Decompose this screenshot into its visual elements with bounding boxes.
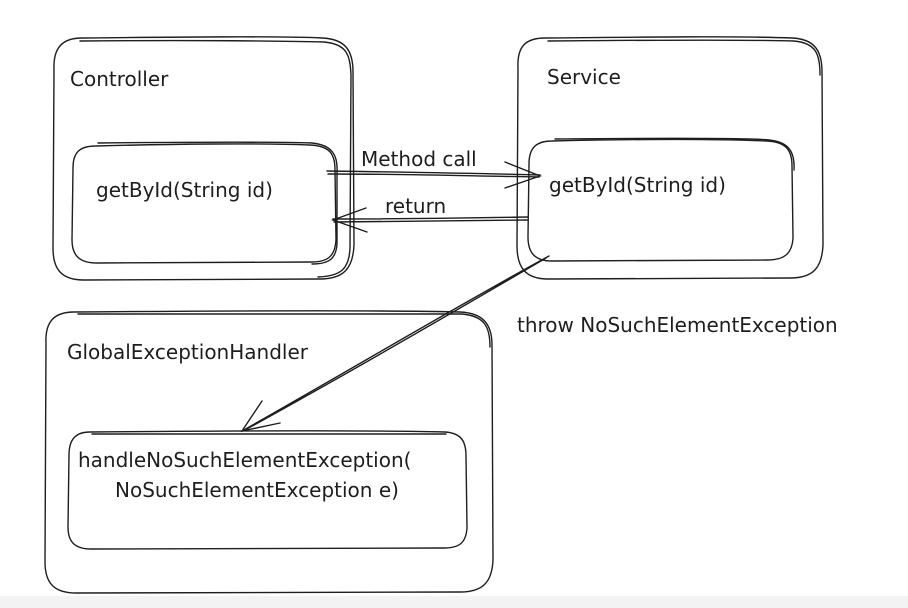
service-method-label: getById(String id) [549, 173, 726, 197]
throw-label: throw NoSuchElementException [517, 313, 838, 337]
method-call-arrowhead [504, 161, 543, 189]
controller-method-outline [71, 143, 337, 264]
controller-container[interactable]: Controller [52, 36, 355, 281]
service-container[interactable]: Service [516, 36, 824, 280]
service-title: Service [547, 65, 621, 89]
service-container-outline [516, 36, 824, 280]
throw-arrow-line [241, 255, 550, 432]
return-arrow[interactable]: return [330, 194, 529, 233]
handler-method-line1: handleNoSuchElementException( [78, 448, 411, 472]
handler-method-box[interactable]: handleNoSuchElementException( NoSuchElem… [67, 430, 468, 550]
controller-method-box[interactable]: getById(String id) [71, 141, 338, 265]
method-call-label: Method call [361, 147, 477, 171]
handler-container-outline [44, 310, 494, 594]
service-method-box[interactable]: getById(String id) [527, 137, 795, 262]
return-label: return [385, 194, 446, 218]
service-method-outline [527, 138, 794, 262]
throw-arrowhead [240, 400, 281, 433]
handler-method-line2: NoSuchElementException e) [115, 478, 399, 502]
handler-title: GlobalExceptionHandler [67, 340, 309, 364]
bottom-bar [0, 596, 908, 608]
handler-method-outline [67, 430, 468, 550]
method-call-arrow-line [326, 170, 541, 178]
controller-container-outline [52, 36, 355, 281]
handler-container[interactable]: GlobalExceptionHandler [44, 310, 494, 594]
controller-title: Controller [70, 67, 169, 91]
controller-method-label: getById(String id) [96, 178, 273, 202]
throw-arrow[interactable] [240, 255, 550, 433]
return-arrowhead [330, 207, 368, 233]
method-call-arrow[interactable]: Method call [326, 147, 543, 189]
return-arrow-line [332, 216, 529, 223]
